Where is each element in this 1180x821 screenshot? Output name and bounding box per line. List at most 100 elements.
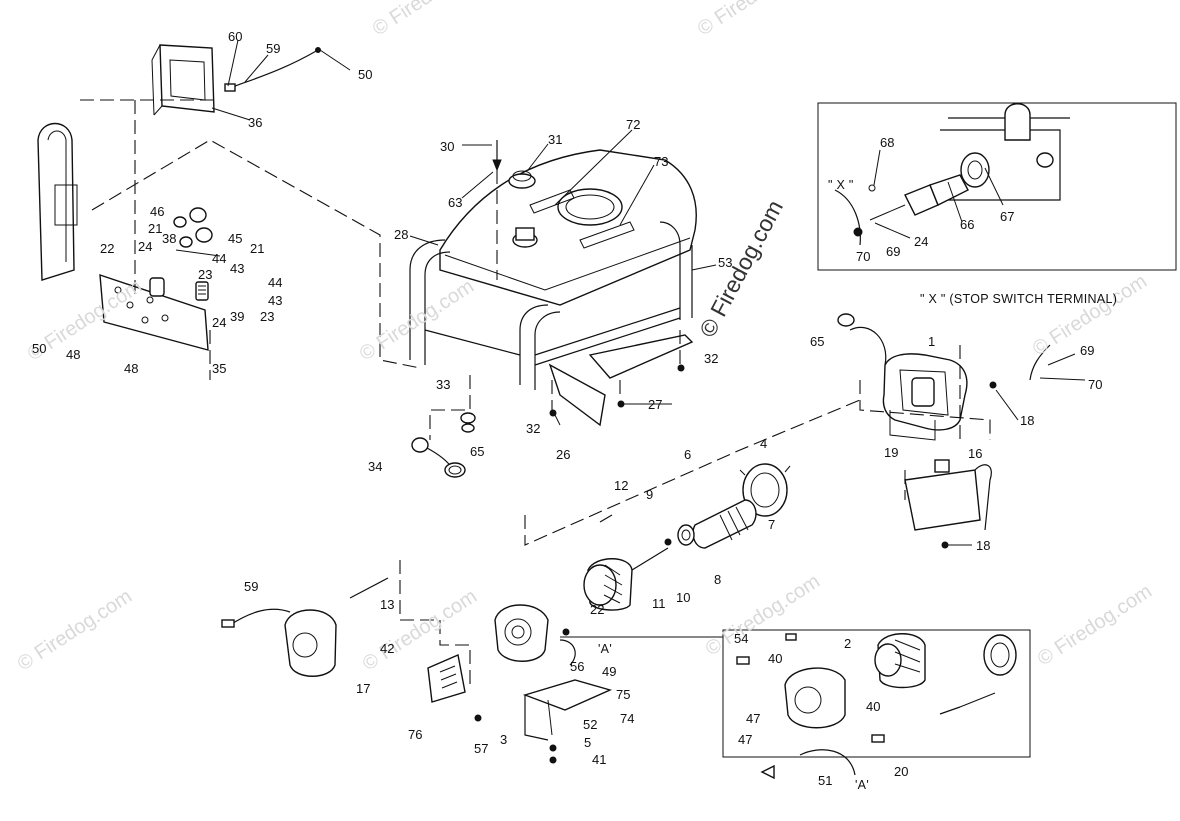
callout-c23a: 23	[198, 267, 213, 282]
callout-c40a: 40	[768, 651, 783, 666]
detail-inset-stop-switch	[817, 102, 1177, 271]
callout-c4: 4	[760, 436, 768, 451]
fuel-line-34-65	[411, 437, 466, 478]
callout-c66: 66	[960, 217, 975, 232]
callout-c3: 3	[500, 732, 508, 747]
callout-c57: 57	[474, 741, 489, 756]
callout-c28: 28	[394, 227, 409, 242]
callout-c32b: 32	[526, 421, 541, 436]
callout-c47a: 47	[746, 711, 761, 726]
wire-59-top	[224, 47, 321, 92]
callout-c70a: 70	[856, 249, 871, 264]
callout-c24b: 24	[212, 315, 227, 330]
callout-c48b: 48	[124, 361, 139, 376]
callout-c7: 7	[768, 517, 776, 532]
callout-c76: 76	[408, 727, 423, 742]
callout-c17: 17	[356, 681, 371, 696]
callout-c19: 19	[884, 445, 899, 460]
callout-c75: 75	[616, 687, 631, 702]
callout-c59b: 59	[244, 579, 259, 594]
callout-c24a: 24	[138, 239, 153, 254]
callout-c42: 42	[380, 641, 395, 656]
detail-inset-generator	[560, 629, 1031, 780]
callout-c6: 6	[684, 447, 692, 462]
callout-c41: 41	[592, 752, 607, 767]
callout-c50b: 50	[32, 341, 47, 356]
callout-c10: 10	[676, 590, 691, 605]
callout-c38: 38	[162, 231, 177, 246]
callout-c50a: 50	[358, 67, 373, 82]
callout-c2: 2	[844, 636, 852, 651]
fuel-tank-72	[439, 149, 697, 306]
callout-c65b: 65	[810, 334, 825, 349]
base-bracket-19	[904, 459, 992, 549]
callout-c13: 13	[380, 597, 395, 612]
callout-c36: 36	[248, 115, 263, 130]
callout-c65a: 65	[470, 444, 485, 459]
callout-c23b: 23	[260, 309, 275, 324]
callout-c21a: 21	[148, 221, 163, 236]
callout-c22a: 22	[100, 241, 115, 256]
detail-x-label: " X "	[828, 178, 854, 192]
callout-c63: 63	[448, 195, 463, 210]
callout-c16: 16	[968, 446, 983, 461]
callout-c53: 53	[718, 255, 733, 270]
stator-cover-4	[739, 463, 791, 517]
callout-c21b: 21	[250, 241, 265, 256]
callout-c59a: 59	[266, 41, 281, 56]
callout-c72: 72	[626, 117, 641, 132]
callout-c35: 35	[212, 361, 227, 376]
fuel-cap-31	[508, 170, 536, 189]
callout-c73: 73	[654, 154, 669, 169]
engine-1	[837, 313, 1051, 441]
callout-c27: 27	[648, 397, 663, 412]
outlet-housing-left	[37, 123, 78, 281]
base-plate-26	[548, 334, 694, 427]
callout-c56: 56	[570, 659, 585, 674]
ref-a-main: 'A'	[598, 642, 613, 656]
bearing-8-9	[664, 524, 695, 546]
ref-a-inset: 'A'	[855, 778, 870, 792]
callout-c8: 8	[714, 572, 722, 587]
stop-switch-terminal-label: " X " (STOP SWITCH TERMINAL)	[920, 292, 1118, 306]
callout-c52: 52	[583, 717, 598, 732]
end-bell-22	[494, 604, 549, 662]
callout-c5: 5	[584, 735, 592, 750]
callout-c60: 60	[228, 29, 243, 44]
callout-c34: 34	[368, 459, 383, 474]
bracket-74-75	[522, 679, 613, 764]
callout-c18a: 18	[1020, 413, 1035, 428]
callout-c49: 49	[602, 664, 617, 679]
callout-c51: 51	[818, 773, 833, 788]
callout-c32a: 32	[704, 351, 719, 366]
callout-c30: 30	[440, 139, 455, 154]
callout-c43a: 43	[230, 261, 245, 276]
callout-c74: 74	[620, 711, 635, 726]
control-panel-35	[99, 273, 209, 351]
callout-c9: 9	[646, 487, 654, 502]
callout-c54: 54	[734, 631, 749, 646]
breakers-21-45-46	[173, 207, 221, 301]
callout-c44a: 44	[212, 251, 227, 266]
callout-c43b: 43	[268, 293, 283, 308]
callout-c47b: 47	[738, 732, 753, 747]
callout-c44b: 44	[268, 275, 283, 290]
end-cover-59	[221, 608, 337, 677]
callout-c26: 26	[556, 447, 571, 462]
panel-bracket-36	[151, 44, 215, 116]
cover-17-76	[427, 654, 466, 703]
callout-c22b: 22	[590, 602, 605, 617]
callout-c69b: 69	[1080, 343, 1095, 358]
brush-12	[599, 514, 613, 523]
callout-c67: 67	[1000, 209, 1015, 224]
callout-c20: 20	[894, 764, 909, 779]
callout-c11: 11	[652, 596, 666, 611]
frame-28	[409, 221, 693, 390]
leader-lines	[211, 39, 1086, 546]
stator-11	[583, 558, 633, 611]
rotor-7	[692, 499, 757, 549]
grommet-33	[460, 412, 476, 433]
callout-c46: 46	[150, 204, 165, 219]
callout-c70b: 70	[1088, 377, 1103, 392]
